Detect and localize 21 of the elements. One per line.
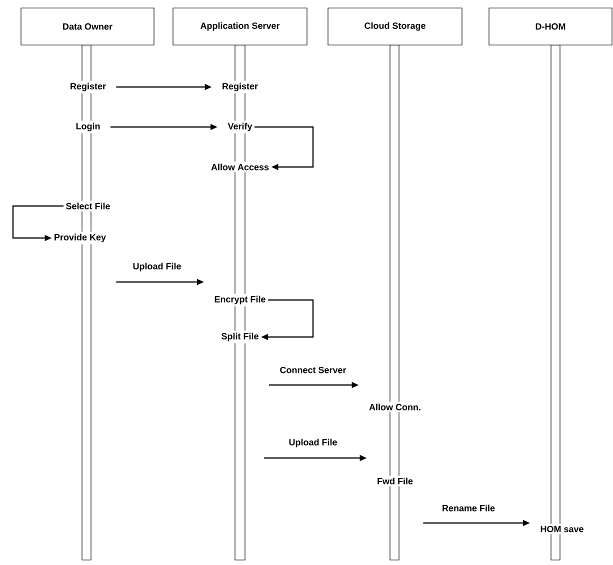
step-label: Register <box>220 80 260 94</box>
edge-label: Upload File <box>288 438 338 448</box>
step-label: Encrypt File <box>212 294 268 306</box>
participant-box: Cloud Storage <box>328 8 462 46</box>
participant-box: Data Owner <box>20 8 154 46</box>
edge-label: Connect Server <box>278 366 348 374</box>
edge-label: Rename File <box>441 504 496 512</box>
step-label: Provide Key <box>52 232 108 244</box>
step-label: Verify <box>226 120 254 134</box>
edge-label: Upload File <box>132 262 182 272</box>
step-label: HOM save <box>538 524 586 534</box>
step-label: Login <box>74 120 102 134</box>
step-label: Select File <box>64 200 112 212</box>
step-label: Register <box>68 80 108 94</box>
participant-box: Application Server <box>172 8 308 46</box>
participant-box: D-HOM <box>488 8 612 46</box>
step-label: Allow Access <box>209 162 272 172</box>
step-label: Fwd File <box>375 476 415 486</box>
arrow <box>254 126 314 170</box>
step-label: Allow Conn. <box>367 402 423 412</box>
step-label: Split File <box>219 330 261 344</box>
